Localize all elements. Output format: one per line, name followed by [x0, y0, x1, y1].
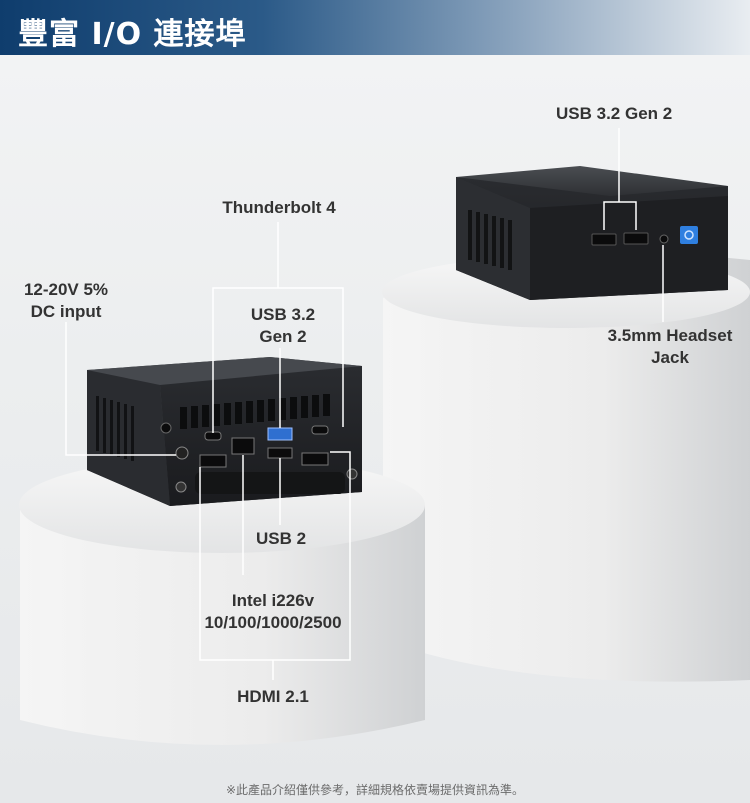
- label-usb32-gen2-rear: USB 3.2 Gen 2: [238, 304, 328, 348]
- page-title: 豐富 I/O 連接埠: [18, 17, 247, 52]
- label-headset-line1: 3.5mm Headset: [607, 326, 733, 345]
- label-lan-line1: Intel i226v: [231, 591, 315, 610]
- label-headset-line2: Jack: [651, 348, 689, 367]
- label-hdmi: HDMI 2.1: [237, 687, 309, 706]
- label-usb32-rear-line2: Gen 2: [259, 327, 307, 346]
- callout-lines: [65, 128, 664, 680]
- label-usb32-gen2-front: USB 3.2 Gen 2: [556, 104, 673, 123]
- label-dc-input-line1: 12-20V 5%: [23, 280, 109, 299]
- label-dc-input: 12-20V 5% DC input: [6, 279, 126, 323]
- right-pedestal: [382, 254, 750, 682]
- label-dc-input-line2: DC input: [30, 302, 102, 321]
- header-banner: 豐富 I/O 連接埠: [0, 0, 750, 55]
- label-lan-line2: 10/100/1000/2500: [204, 613, 342, 632]
- front-mini-pc: [456, 166, 728, 300]
- label-lan: Intel i226v 10/100/1000/2500: [180, 590, 366, 634]
- label-thunderbolt4: Thunderbolt 4: [222, 198, 336, 217]
- label-headset-jack: 3.5mm Headset Jack: [592, 325, 748, 369]
- label-usb2: USB 2: [255, 529, 307, 548]
- disclaimer-footnote: ※此產品介紹僅供參考，詳細規格依賣場提供資訊為準。: [225, 783, 525, 797]
- label-usb32-rear-line1: USB 3.2: [250, 305, 316, 324]
- rear-mini-pc: [87, 357, 362, 506]
